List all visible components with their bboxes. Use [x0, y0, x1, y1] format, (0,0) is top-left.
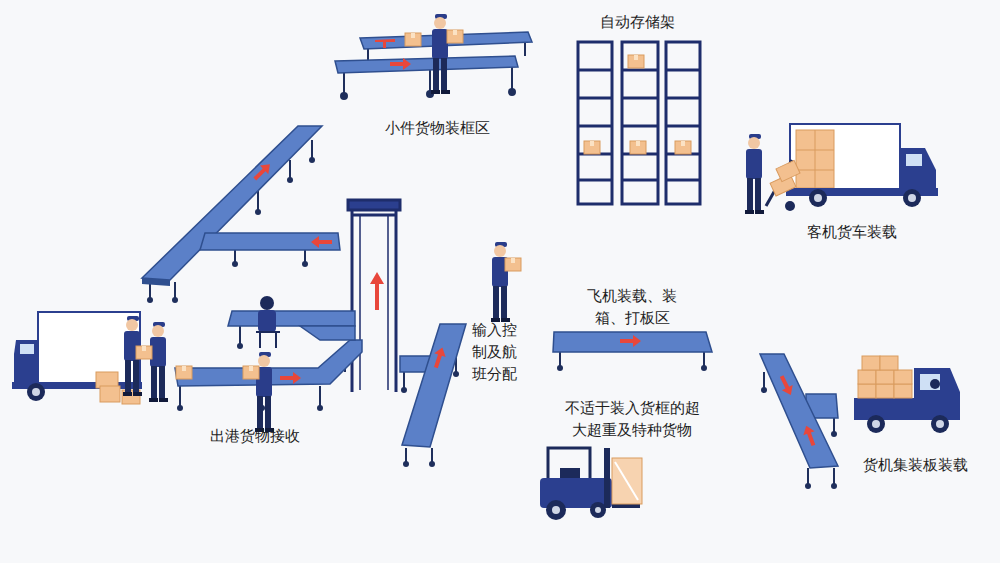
- area-label: 出港货物接收: [210, 426, 300, 448]
- lift-tower: [348, 200, 400, 392]
- delivery-truck: [12, 312, 142, 404]
- forklift: [540, 448, 642, 520]
- upper-conveyor: [142, 126, 340, 303]
- sorting-table: [228, 296, 355, 349]
- freighter-conveyor: [760, 354, 838, 489]
- aircraft-loading-table: [553, 332, 712, 371]
- area-label: 输入控制及航班分配: [472, 320, 520, 385]
- storage-racks: [578, 42, 700, 204]
- passenger-truck: [766, 124, 938, 211]
- control-conveyor: [400, 324, 466, 467]
- area-label: 自动存储架: [600, 12, 675, 34]
- area-label: 小件货物装框区: [385, 118, 490, 140]
- area-label: 客机货车装载: [807, 222, 897, 244]
- flatbed-truck: [854, 356, 960, 433]
- area-label: 飞机装载、装箱、打板区: [586, 286, 679, 330]
- area-label: 货机集装板装载: [863, 455, 968, 477]
- area-label: 不适于装入货框的超大超重及特种货物: [563, 398, 701, 442]
